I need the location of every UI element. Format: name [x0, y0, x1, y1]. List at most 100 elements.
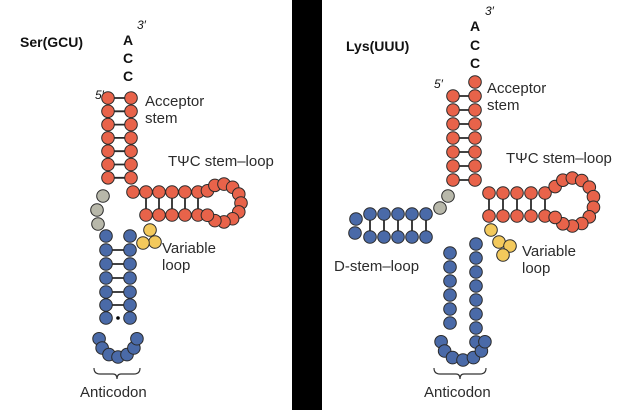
tpsic-stem-nucleotide	[165, 208, 179, 222]
anticodon-stem-nucleotide	[443, 288, 457, 302]
acceptor-5prime-nucleotide	[101, 117, 115, 132]
d-stem-nucleotide	[391, 207, 405, 221]
acceptor-3prime-nucleotide	[468, 117, 482, 131]
tpsic-stem-nucleotide	[178, 185, 192, 199]
anticodon-stem-nucleotide	[99, 271, 113, 285]
anticodon-stem-nucleotide	[469, 251, 483, 265]
d-stem-nucleotide	[363, 207, 377, 221]
acceptor-5prime-nucleotide	[101, 171, 115, 185]
tail-nucleotide-c: C	[469, 55, 481, 71]
linker-nucleotide	[96, 189, 110, 203]
tpsic-stem-nucleotide	[139, 185, 153, 199]
d-stem-nucleotide	[377, 230, 391, 244]
tpsic-stem-loop-label: TΨC stem–loop	[168, 153, 274, 170]
anticodon-stem-nucleotide	[99, 229, 113, 243]
variable-loop-nucleotide	[143, 223, 157, 237]
tpsic-stem-nucleotide	[178, 208, 192, 222]
lys-uuu-cloverleaf	[348, 75, 601, 380]
anticodon-stem-nucleotide	[469, 237, 483, 251]
acceptor-5prime-nucleotide	[446, 117, 460, 131]
anticodon-label: Anticodon	[424, 384, 491, 401]
acceptor-3prime-nucleotide	[124, 144, 138, 158]
tpsic-stem-nucleotide	[165, 185, 179, 199]
tpsic-stem-nucleotide	[510, 186, 524, 200]
anticodon-stem-nucleotide	[443, 316, 457, 330]
anticodon-stem-nucleotide	[123, 243, 137, 257]
anticodon-stem-nucleotide	[123, 311, 137, 325]
d-stem-nucleotide	[405, 207, 419, 221]
wobble-pair-dot	[116, 316, 120, 320]
acceptor-5prime-nucleotide	[101, 157, 115, 172]
anticodon-stem-nucleotide	[99, 257, 113, 271]
acceptor-3prime-nucleotide	[124, 104, 138, 119]
linker-nucleotide	[91, 217, 105, 231]
tail-nucleotide-a: A	[122, 32, 134, 48]
tpsic-stem-nucleotide	[126, 185, 140, 199]
anticodon-stem-nucleotide	[123, 285, 137, 299]
tpsic-loop-nucleotide	[548, 210, 562, 225]
variable-loop-nucleotide	[503, 239, 517, 253]
d-stem-nucleotide	[405, 230, 419, 244]
anticodon-stem-nucleotide	[123, 229, 137, 243]
d-loop-nucleotide	[349, 212, 363, 226]
tpsic-stem-nucleotide	[524, 186, 538, 200]
tpsic-stem-nucleotide	[139, 208, 153, 222]
variable-loop-label: Variable loop	[522, 243, 576, 277]
linker-nucleotide	[441, 189, 455, 203]
tpsic-stem-nucleotide	[152, 208, 166, 222]
anticodon-stem-nucleotide	[99, 298, 113, 312]
d-stem-nucleotide	[419, 207, 433, 221]
variable-loop-nucleotide	[484, 223, 498, 237]
acceptor-3prime-nucleotide	[468, 89, 482, 103]
d-loop-nucleotide	[348, 226, 362, 240]
acceptor-3prime-nucleotide	[124, 131, 138, 145]
anticodon-stem-nucleotide	[469, 293, 483, 307]
anticodon-loop-nucleotide	[478, 334, 492, 349]
anticodon-stem-nucleotide	[443, 246, 457, 260]
anticodon-stem-nucleotide	[469, 279, 483, 293]
tpsic-stem-nucleotide	[482, 186, 496, 200]
acceptor-5prime-nucleotide	[446, 131, 460, 145]
variable-loop-label: Variable loop	[162, 240, 216, 274]
tpsic-stem-nucleotide	[496, 186, 510, 200]
acceptor-3prime-nucleotide	[468, 103, 482, 117]
tpsic-stem-loop-label: TΨC stem–loop	[506, 150, 612, 167]
tpsic-stem-nucleotide	[152, 185, 166, 199]
anticodon-stem-nucleotide	[123, 271, 137, 285]
five-prime-label: 5′	[434, 77, 443, 91]
anticodon-loop-nucleotide	[130, 331, 144, 346]
d-stem-nucleotide	[363, 230, 377, 244]
acceptor-stem-label: Acceptor stem	[487, 80, 547, 114]
anticodon-stem-nucleotide	[469, 265, 483, 279]
tail-nucleotide-a: A	[469, 18, 481, 34]
tail-nucleotide-c: C	[122, 68, 134, 84]
acceptor-5prime-nucleotide	[446, 159, 460, 173]
acceptor-3prime-nucleotide	[468, 145, 482, 159]
tpsic-stem-nucleotide	[538, 186, 552, 200]
tpsic-stem-nucleotide	[496, 209, 510, 223]
tail-nucleotide-c: C	[122, 50, 134, 66]
acceptor-3prime-nucleotide	[124, 171, 138, 185]
ser-gcu-cloverleaf	[90, 91, 248, 380]
acceptor-5prime-nucleotide	[101, 131, 115, 145]
d-stem-loop-label: D-stem–loop	[334, 258, 420, 275]
anticodon-label: Anticodon	[80, 384, 147, 401]
tpsic-stem-nucleotide	[510, 209, 524, 223]
lys-uuu-panel: Lys(UUU) A C C 3′ 5′ Acceptor stem TΨC s…	[322, 0, 640, 410]
anticodon-stem-nucleotide	[469, 321, 483, 335]
acceptor-5prime-nucleotide	[101, 144, 115, 158]
five-prime-label: 5′	[95, 88, 104, 102]
acceptor-5prime-nucleotide	[101, 91, 115, 105]
acceptor-3prime-nucleotide	[468, 131, 482, 145]
acceptor-3prime-nucleotide	[468, 159, 482, 173]
tpsic-loop-nucleotide	[200, 208, 215, 223]
panel-title: Ser(GCU)	[20, 34, 84, 50]
panel-title: Lys(UUU)	[346, 38, 410, 54]
d-stem-nucleotide	[419, 230, 433, 244]
three-prime-label: 3′	[137, 18, 146, 32]
anticodon-stem-nucleotide	[99, 243, 113, 257]
anticodon-bracket	[433, 367, 487, 380]
acceptor-3prime-nucleotide	[468, 173, 482, 187]
anticodon-stem-nucleotide	[99, 285, 113, 299]
acceptor-3prime-nucleotide	[124, 157, 138, 172]
